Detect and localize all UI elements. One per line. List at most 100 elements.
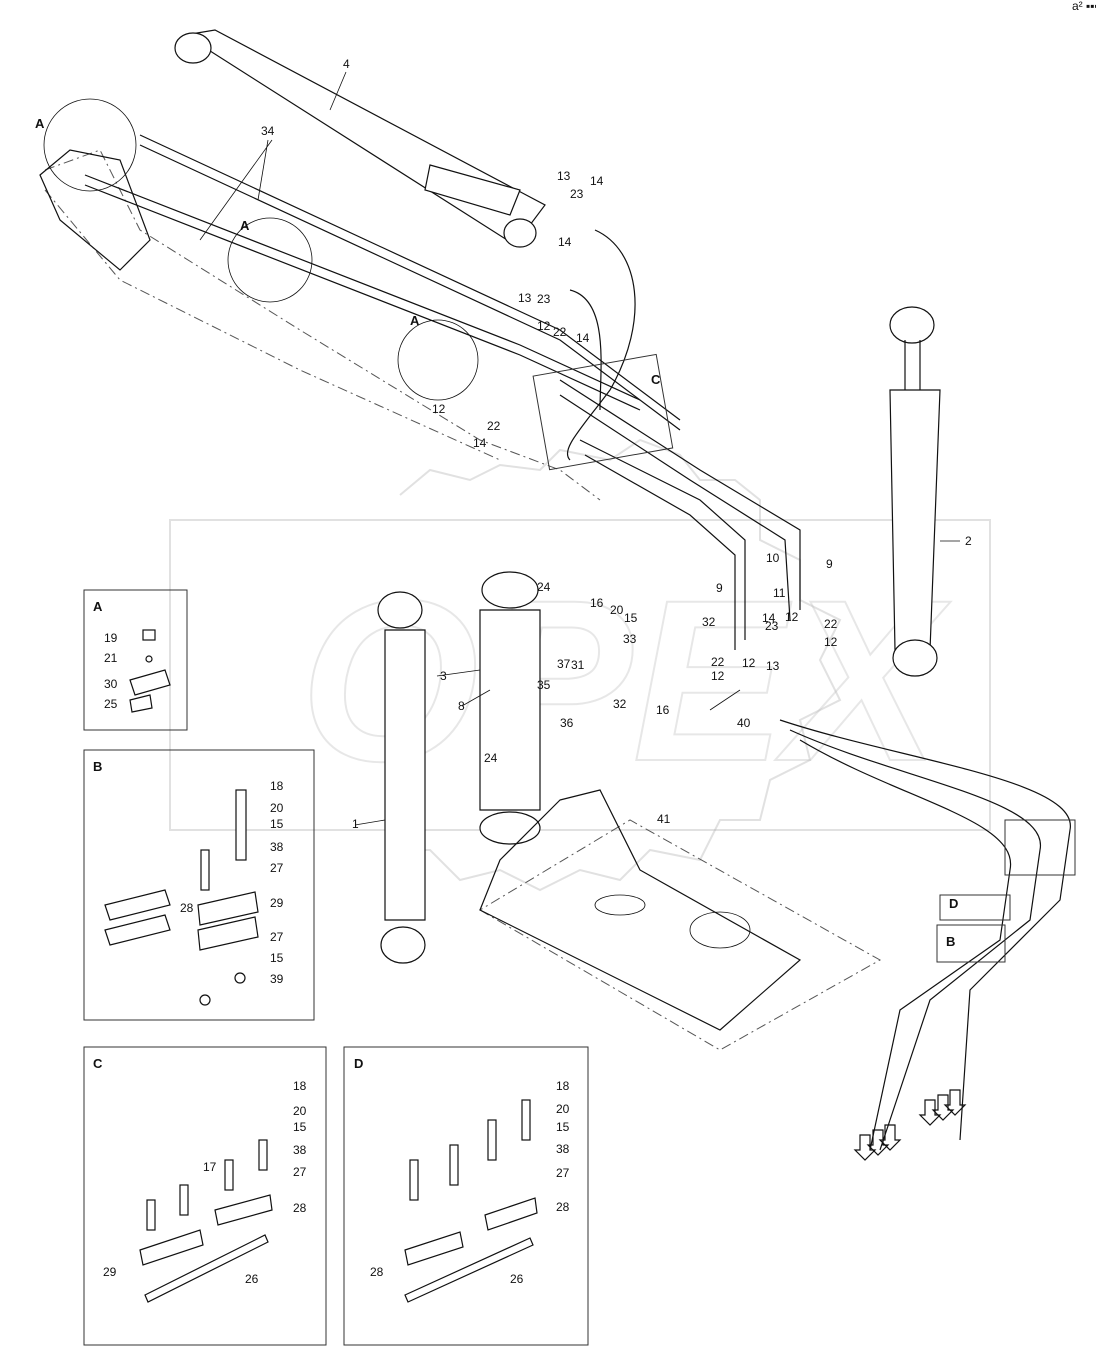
callouts: 1 2 3 4 8 9 9 10 11 12 12 12 12 12 12 13… <box>199 57 972 831</box>
cylinder-1 <box>377 591 426 964</box>
callout-label: 31 <box>571 658 585 672</box>
callout-label: 16 <box>590 596 604 610</box>
callout-label: 22 <box>553 325 567 339</box>
callout-label: 1 <box>352 817 359 831</box>
callout-label: 12 <box>785 610 799 624</box>
panel-c-label: 27 <box>293 1165 307 1179</box>
panel-b-label: 18 <box>270 779 284 793</box>
panel-c-label: 18 <box>293 1079 307 1093</box>
detail-ref: D <box>949 896 958 911</box>
cylinder-4 <box>174 29 546 248</box>
callout-label: 10 <box>766 551 780 565</box>
panel-b-label: 39 <box>270 972 284 986</box>
panel-d: D 18 20 15 38 27 28 28 26 <box>343 1046 589 1346</box>
callout-label: 34 <box>261 124 275 138</box>
panel-c-label: 15 <box>293 1120 307 1134</box>
callout-label: 32 <box>613 697 627 711</box>
panel-a: A 19 21 30 25 <box>83 589 188 731</box>
callout-label: 11 <box>773 586 786 600</box>
callout-label: 22 <box>711 655 725 669</box>
detail-ref: A <box>410 313 420 328</box>
base-frame <box>479 789 882 1051</box>
panel-b-label: 27 <box>270 930 284 944</box>
callout-label: 12 <box>742 656 756 670</box>
callout-label: 12 <box>537 319 551 333</box>
detail-ref: B <box>946 934 955 949</box>
callout-label: 22 <box>487 419 501 433</box>
callout-label: 4 <box>343 57 350 71</box>
panel-c-label: 28 <box>293 1201 307 1215</box>
panel-b-title: B <box>93 759 102 774</box>
callout-label: 35 <box>537 678 551 692</box>
detail-ref: C <box>651 372 661 387</box>
callout-label: 8 <box>458 699 465 713</box>
callout-label: 12 <box>824 635 838 649</box>
callout-label: 14 <box>762 611 776 625</box>
panel-c-label: 17 <box>203 1160 217 1174</box>
panel-d-label: 26 <box>510 1272 524 1286</box>
panel-b-label: 38 <box>270 840 284 854</box>
callout-label: 24 <box>537 580 551 594</box>
panel-a-label: 30 <box>104 677 118 691</box>
callout-label: 15 <box>624 611 638 625</box>
panel-b: B 18 20 15 38 27 28 29 27 15 39 <box>83 749 315 1021</box>
callout-label: 23 <box>765 619 779 633</box>
boom-pipes <box>84 134 681 431</box>
cylinder-2 <box>889 306 941 677</box>
callout-label: 24 <box>484 751 498 765</box>
panel-d-label: 15 <box>556 1120 570 1134</box>
hoses <box>559 229 1071 1151</box>
callout-label: 13 <box>766 659 780 673</box>
callout-label: 16 <box>656 703 670 717</box>
panel-a-label: 21 <box>104 651 118 665</box>
corner-mark: a² ▪▪▪ <box>1072 0 1096 13</box>
callout-label: 14 <box>473 436 487 450</box>
callout-label: 41 <box>657 812 671 826</box>
callout-label: 23 <box>570 187 584 201</box>
callout-label: 12 <box>711 669 725 683</box>
panel-d-label: 28 <box>370 1265 384 1279</box>
callout-label: 20 <box>610 603 624 617</box>
panel-a-label: 19 <box>104 631 118 645</box>
cylinder-3 <box>479 571 541 845</box>
callout-label: 13 <box>557 169 571 183</box>
callout-label: 40 <box>737 716 751 730</box>
panel-b-label: 28 <box>180 901 194 915</box>
panel-d-label: 38 <box>556 1142 570 1156</box>
callout-label: 23 <box>537 292 551 306</box>
panel-c: C 18 20 15 38 27 17 28 29 26 <box>83 1046 327 1346</box>
flow-arrows <box>853 1089 967 1161</box>
panel-a-label: 25 <box>104 697 118 711</box>
panel-c-title: C <box>93 1056 103 1071</box>
panel-d-title: D <box>354 1056 363 1071</box>
callout-label: 33 <box>623 632 637 646</box>
callout-label: 32 <box>702 615 716 629</box>
panel-c-label: 26 <box>245 1272 259 1286</box>
callout-label: 14 <box>590 174 604 188</box>
panel-d-label: 20 <box>556 1102 570 1116</box>
panel-c-label: 38 <box>293 1143 307 1157</box>
detail-ref: A <box>35 116 45 131</box>
panel-d-label: 28 <box>556 1200 570 1214</box>
callout-label: 22 <box>824 617 838 631</box>
callout-label: 37 <box>557 657 571 671</box>
panel-b-label: 20 <box>270 801 284 815</box>
boom-outline <box>39 149 601 501</box>
detail-refs: A A A C D B <box>35 98 1076 963</box>
callout-label: 9 <box>716 581 723 595</box>
panel-b-label: 15 <box>270 951 284 965</box>
panel-c-label: 20 <box>293 1104 307 1118</box>
panel-b-label: 29 <box>270 896 284 910</box>
callout-label: 3 <box>440 669 447 683</box>
panel-b-label: 15 <box>270 817 284 831</box>
panel-c-label: 29 <box>103 1265 117 1279</box>
callout-label: 9 <box>826 557 833 571</box>
panel-a-title: A <box>93 599 103 614</box>
callout-label: 2 <box>965 534 972 548</box>
panel-d-label: 27 <box>556 1166 570 1180</box>
callout-label: 12 <box>432 402 446 416</box>
panel-b-label: 27 <box>270 861 284 875</box>
callout-label: 14 <box>558 235 572 249</box>
callout-label: 14 <box>576 331 590 345</box>
